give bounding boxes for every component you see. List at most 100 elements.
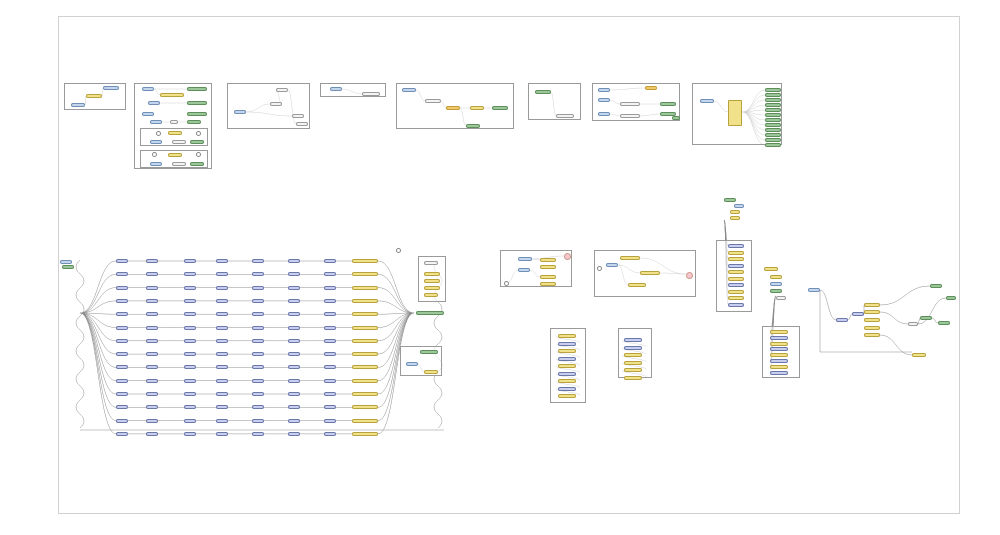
graph-node[interactable]	[558, 341, 576, 346]
flow-node[interactable]	[184, 285, 196, 290]
flow-node[interactable]	[184, 298, 196, 303]
graph-node[interactable]	[728, 270, 744, 274]
flow-node[interactable]	[146, 285, 158, 290]
flow-node[interactable]	[116, 392, 128, 396]
graph-node[interactable]	[170, 120, 178, 124]
graph-node[interactable]	[420, 350, 438, 354]
flow-node[interactable]	[288, 259, 300, 263]
flow-node[interactable]	[216, 338, 228, 343]
connector-dot[interactable]	[597, 266, 602, 271]
flow-node[interactable]	[184, 392, 196, 396]
graph-node[interactable]	[150, 162, 162, 166]
flow-node[interactable]	[116, 365, 128, 370]
group-a[interactable]	[500, 250, 572, 287]
flow-result-node[interactable]	[352, 259, 378, 263]
graph-node[interactable]	[470, 106, 484, 110]
flow-node[interactable]	[116, 298, 128, 303]
graph-node[interactable]	[270, 102, 282, 106]
flow-node[interactable]	[146, 392, 158, 396]
graph-node[interactable]	[765, 98, 781, 102]
flow-node[interactable]	[324, 392, 336, 396]
flow-node[interactable]	[184, 405, 196, 410]
flow-node[interactable]	[116, 312, 128, 317]
graph-node[interactable]	[424, 293, 438, 297]
graph-node[interactable]	[628, 283, 646, 287]
flow-node[interactable]	[252, 259, 264, 263]
graph-node[interactable]	[540, 275, 556, 279]
graph-node[interactable]	[728, 257, 744, 261]
graph-node[interactable]	[624, 345, 642, 350]
flow-result-node[interactable]	[352, 298, 378, 303]
connector-dot[interactable]	[196, 152, 201, 157]
graph-node[interactable]	[492, 106, 508, 110]
flow-node[interactable]	[288, 405, 300, 410]
start-output[interactable]	[62, 265, 74, 269]
graph-node[interactable]	[770, 330, 788, 334]
graph-node[interactable]	[728, 276, 744, 281]
graph-node[interactable]	[190, 140, 204, 144]
graph-node[interactable]	[770, 289, 782, 293]
graph-node[interactable]	[660, 102, 676, 106]
graph-node[interactable]	[425, 99, 441, 103]
flow-node[interactable]	[324, 365, 336, 370]
graph-node[interactable]	[864, 318, 880, 322]
graph-node[interactable]	[150, 120, 162, 124]
graph-node[interactable]	[276, 88, 288, 92]
flow-node[interactable]	[216, 378, 228, 383]
graph-node[interactable]	[728, 296, 744, 300]
graph-node[interactable]	[938, 321, 950, 325]
panel-6[interactable]	[528, 83, 581, 120]
graph-node[interactable]	[142, 112, 154, 116]
graph-node[interactable]	[598, 112, 610, 116]
graph-node[interactable]	[765, 143, 781, 147]
graph-node[interactable]	[535, 90, 551, 94]
connector-dot[interactable]	[686, 272, 693, 279]
flow-node[interactable]	[288, 365, 300, 370]
flow-node[interactable]	[116, 325, 128, 330]
graph-node[interactable]	[71, 103, 85, 107]
graph-node[interactable]	[518, 268, 530, 272]
graph-node[interactable]	[765, 93, 781, 97]
flow-node[interactable]	[116, 405, 128, 410]
graph-node[interactable]	[730, 216, 740, 220]
graph-node[interactable]	[836, 318, 848, 322]
flow-node[interactable]	[216, 325, 228, 330]
graph-node[interactable]	[187, 112, 207, 116]
flow-node[interactable]	[324, 405, 336, 410]
graph-node[interactable]	[424, 370, 438, 374]
flow-node[interactable]	[184, 418, 196, 423]
graph-node[interactable]	[598, 88, 610, 92]
flow-node[interactable]	[146, 259, 158, 263]
flow-node[interactable]	[324, 352, 336, 357]
graph-node[interactable]	[724, 198, 736, 202]
flow-result-node[interactable]	[352, 352, 378, 357]
graph-node[interactable]	[103, 86, 119, 90]
flow-node[interactable]	[146, 378, 158, 383]
flow-result-node[interactable]	[352, 418, 378, 423]
graph-node[interactable]	[730, 210, 740, 214]
graph-node[interactable]	[765, 113, 781, 117]
graph-node[interactable]	[765, 128, 781, 132]
graph-node[interactable]	[930, 284, 942, 288]
flow-node[interactable]	[252, 352, 264, 357]
graph-node[interactable]	[770, 353, 788, 358]
graph-node[interactable]	[296, 122, 308, 126]
flow-node[interactable]	[146, 272, 158, 277]
flow-result-node[interactable]	[352, 365, 378, 370]
graph-node[interactable]	[187, 120, 201, 124]
flow-node[interactable]	[324, 298, 336, 303]
graph-node[interactable]	[620, 102, 640, 106]
graph-node[interactable]	[776, 296, 786, 300]
graph-node[interactable]	[446, 106, 460, 110]
graph-node[interactable]	[172, 140, 186, 144]
flow-node[interactable]	[252, 378, 264, 383]
flow-node[interactable]	[324, 418, 336, 423]
flow-node[interactable]	[184, 312, 196, 317]
graph-node[interactable]	[540, 282, 556, 286]
start-node[interactable]	[60, 260, 72, 264]
graph-node[interactable]	[624, 375, 642, 380]
flow-node[interactable]	[252, 418, 264, 423]
flow-node[interactable]	[252, 405, 264, 410]
graph-node[interactable]	[558, 364, 576, 368]
flow-node[interactable]	[324, 312, 336, 317]
